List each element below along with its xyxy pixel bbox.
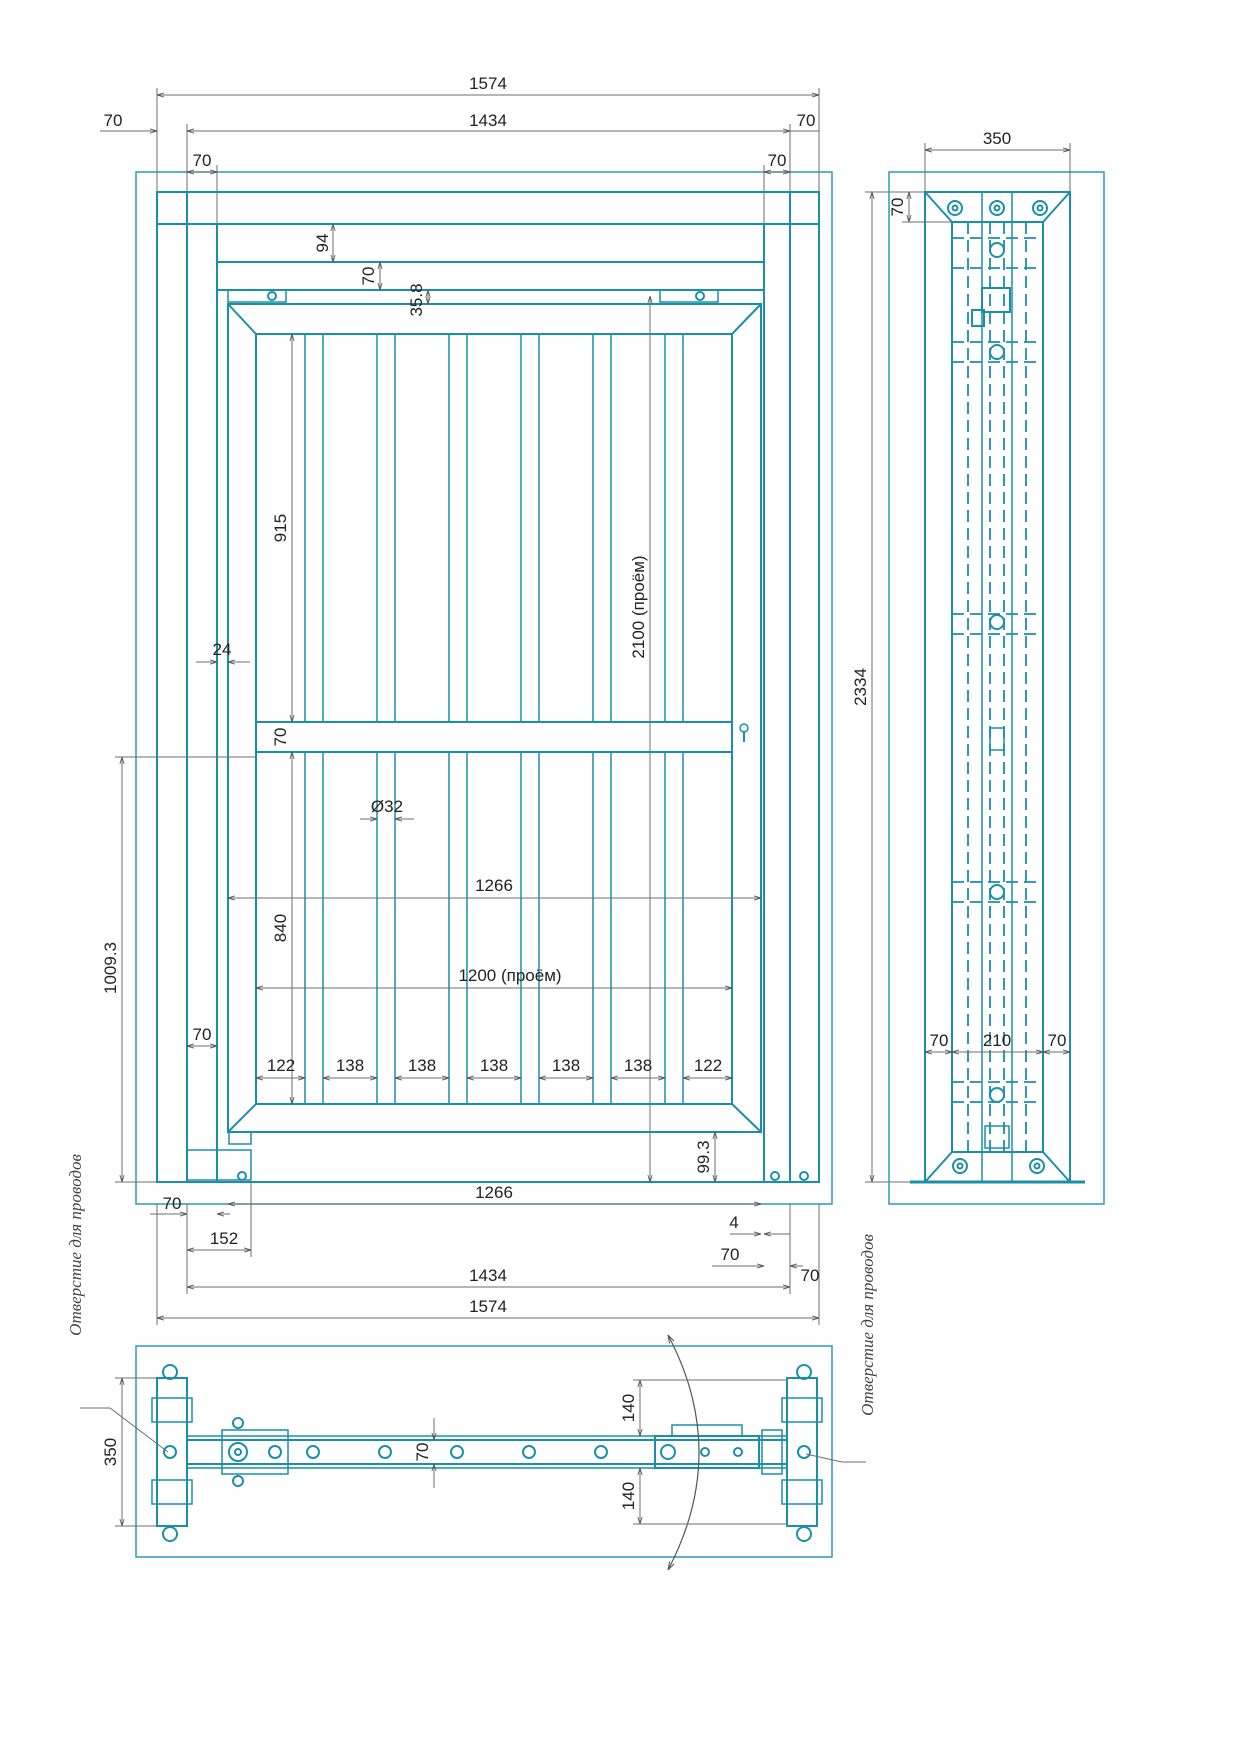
- side-dimensions: [902, 143, 1071, 1052]
- front-bounding-box: [135, 171, 833, 1205]
- plan-dimensions: [80, 1377, 866, 1527]
- rod-spacing-5: 138: [552, 1056, 580, 1075]
- dim-bottom-152: 152: [210, 1229, 238, 1248]
- dim-side-top: 70: [888, 198, 907, 217]
- dim-bottom-leaf: 1266: [475, 1183, 513, 1202]
- dim-opening-w: 1200 (проём): [458, 966, 561, 985]
- plan-leaf-bar: [186, 1439, 788, 1465]
- dim-bottom-r70: 70: [801, 1266, 820, 1285]
- dim-bottom-left70: 70: [163, 1194, 182, 1213]
- keyhole-icon: [739, 723, 749, 733]
- dim-plan-bar: 70: [413, 1443, 432, 1462]
- dim-post-low: 70: [193, 1025, 212, 1044]
- note-wire-hole-right: Отверстие для проводов: [858, 1234, 877, 1416]
- dim-top-bar: 70: [359, 267, 378, 286]
- dim-bottom-70: 70: [721, 1245, 740, 1264]
- dim-opening-h: 2100 (проём): [629, 555, 648, 658]
- rod-spacing-2: 138: [336, 1056, 364, 1075]
- dim-lower-panel: 840: [271, 914, 290, 942]
- plan-dim-labels: 350 140 70 140: [101, 1394, 638, 1510]
- swing-arrow: [668, 1335, 700, 1570]
- dim-plan-down: 140: [619, 1482, 638, 1510]
- plan-view: [135, 1345, 833, 1558]
- leaf-frame: [227, 303, 762, 1133]
- note-wire-hole-left: Отверстие для проводов: [66, 1154, 85, 1336]
- dim-bottom-1434: 1434: [469, 1266, 507, 1285]
- dim-side-right: 70: [797, 111, 816, 130]
- dim-side-left: 70: [104, 111, 123, 130]
- rod-spacing-6: 138: [624, 1056, 652, 1075]
- front-dimensions: [100, 88, 930, 1325]
- rod-spacing-1: 122: [267, 1056, 295, 1075]
- middle-bar: [255, 721, 733, 753]
- front-dim-labels: 1574 1434 70 70 70 70 94 70 35.8 915 210…: [101, 74, 870, 1316]
- dim-post-left: 70: [193, 151, 212, 170]
- dim-height-1009: 1009.3: [101, 942, 120, 994]
- side-dim-labels: 350 70 70 210 70: [888, 129, 1066, 1050]
- side-bounding-box: [888, 171, 1105, 1205]
- rod-spacing-3: 138: [408, 1056, 436, 1075]
- dim-side-seg1: 70: [930, 1031, 949, 1050]
- dim-bottom-4: 4: [729, 1213, 738, 1232]
- dim-side-seg3: 70: [1048, 1031, 1067, 1050]
- dim-bottom-gap: 99.3: [694, 1140, 713, 1173]
- dim-plan-up: 140: [619, 1394, 638, 1422]
- dim-1574-top: 1574: [469, 74, 507, 93]
- dim-1434-top: 1434: [469, 111, 507, 130]
- dim-bottom-1574: 1574: [469, 1297, 507, 1316]
- dim-upper-panel: 915: [271, 514, 290, 542]
- dim-plan-depth: 350: [101, 1438, 120, 1466]
- dim-mid-bar: 70: [271, 728, 290, 747]
- dim-leaf-w: 1266: [475, 876, 513, 895]
- rod-spacing-7: 122: [694, 1056, 722, 1075]
- dim-top-gap: 94: [313, 234, 332, 253]
- vertical-rods: [304, 334, 684, 1104]
- dim-side-seg2: 210: [983, 1031, 1011, 1050]
- front-view: [135, 171, 833, 1205]
- rod-spacing-4: 138: [480, 1056, 508, 1075]
- plan-bounding-box: [135, 1345, 833, 1558]
- dim-total-h: 2334: [851, 668, 870, 706]
- outer-frame: [156, 191, 820, 1183]
- side-view: [888, 171, 1105, 1205]
- dim-post-right: 70: [768, 151, 787, 170]
- lock-mechanism: [981, 287, 1011, 313]
- dim-rod-dia: Ø32: [371, 797, 403, 816]
- dim-gap-side: 24: [213, 640, 232, 659]
- dim-top-small: 35.8: [407, 283, 426, 316]
- dim-side-width: 350: [983, 129, 1011, 148]
